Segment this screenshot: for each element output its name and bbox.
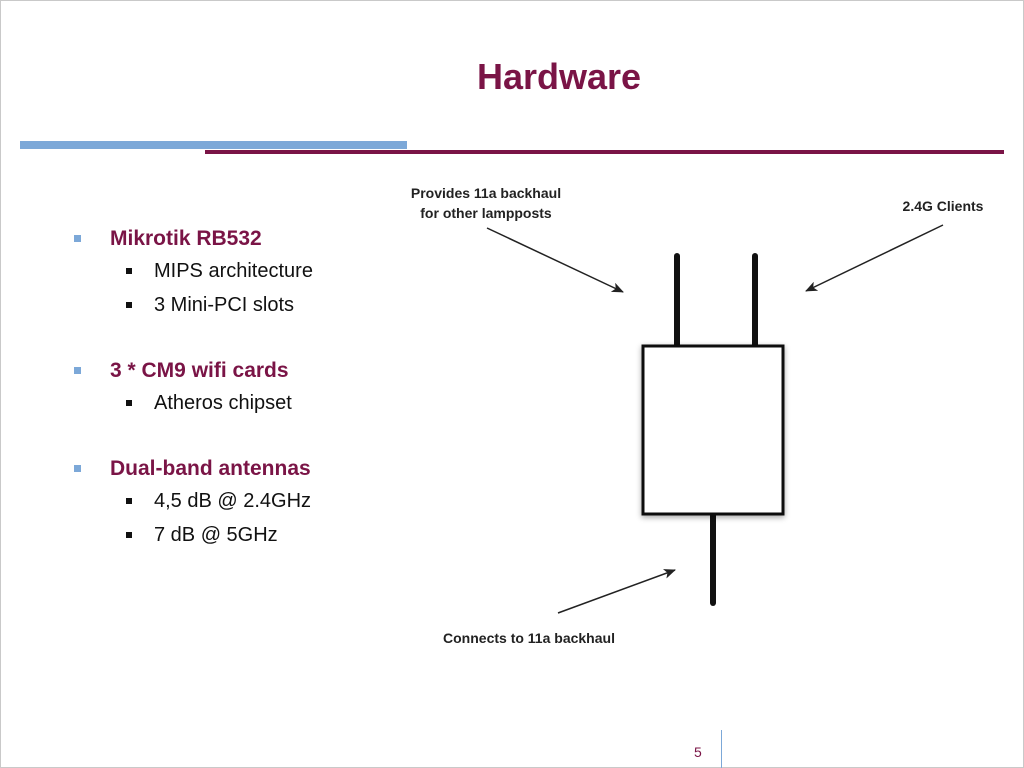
sub-bullet: 4,5 dB @ 2.4GHz [74,484,384,518]
bullet-label: Dual-band antennas [110,457,311,480]
bullet-list: Mikrotik RB532 MIPS architecture 3 Mini-… [74,224,384,552]
sub-bullet-label: 3 Mini-PCI slots [154,294,295,316]
square-bullet-icon [74,235,81,242]
title-underline-maroon [205,150,1004,154]
sub-bullet: Atheros chipset [74,386,384,420]
square-bullet-icon [126,302,132,308]
backhaul-callout-line1: Provides 11a backhaul [411,185,561,201]
bullet-label: Mikrotik RB532 [110,227,262,250]
connect-arrow [557,569,676,614]
sub-bullet-label: 7 dB @ 5GHz [154,524,278,546]
footer-divider [721,730,722,768]
sub-bullet: MIPS architecture [74,254,384,288]
bullet-antennas: Dual-band antennas [74,454,384,484]
sub-bullet-label: MIPS architecture [154,260,313,282]
sub-bullet-label: Atheros chipset [154,392,292,414]
sub-bullet-label: 4,5 dB @ 2.4GHz [154,490,312,512]
square-bullet-icon [126,532,132,538]
square-bullet-icon [126,498,132,504]
bullet-wifi-cards: 3 * CM9 wifi cards [74,356,384,386]
square-bullet-icon [126,268,132,274]
page-number: 5 [694,744,702,760]
clients-callout: 2.4G Clients [903,198,984,214]
clients-arrow [805,224,944,292]
sub-bullet: 7 dB @ 5GHz [74,518,384,552]
router-diagram: Provides 11a backhaul for other lamppost… [411,185,984,646]
slide-title: Hardware [476,56,642,97]
backhaul-arrow [486,227,624,293]
square-bullet-icon [74,367,81,374]
bullet-mikrotik: Mikrotik RB532 [74,224,384,254]
sub-bullet: 3 Mini-PCI slots [74,288,384,322]
bullet-label: 3 * CM9 wifi cards [110,359,289,382]
square-bullet-icon [74,465,81,472]
connect-callout: Connects to 11a backhaul [443,630,615,646]
title-underline-blue [20,141,407,149]
square-bullet-icon [126,400,132,406]
backhaul-callout-line2: for other lampposts [420,205,552,221]
router-box [641,344,785,516]
